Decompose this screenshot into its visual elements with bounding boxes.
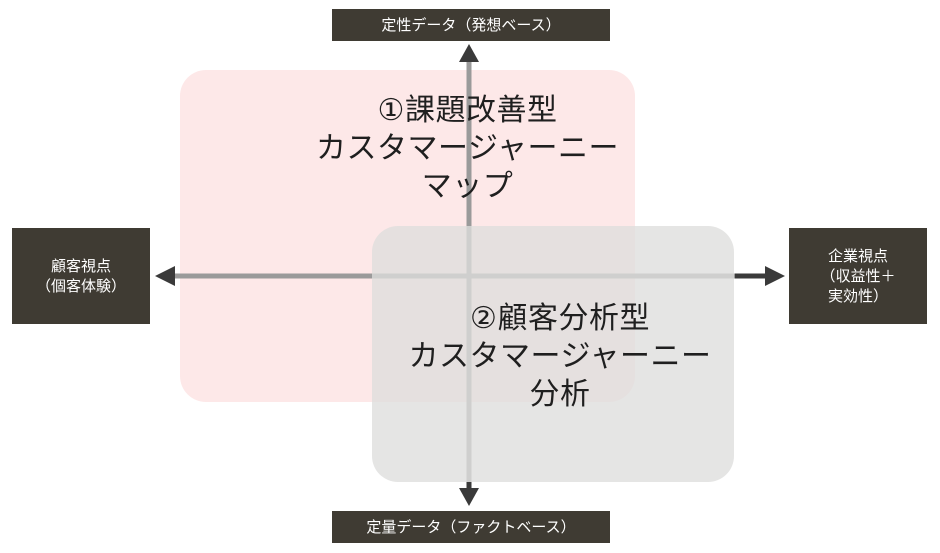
arrow-down-icon <box>459 488 479 506</box>
region-2-title: ②顧客分析型 カスタマージャーニー 分析 <box>360 300 760 414</box>
region-1-title-line: カスタマージャーニー <box>316 131 619 166</box>
axis-label-bottom: 定量データ（ファクトベース） <box>332 511 610 543</box>
axis-label-left-line: （個客体験） <box>35 277 126 295</box>
axis-label-left-line: 顧客視点 <box>50 257 111 275</box>
region-customer-analysis <box>372 226 734 482</box>
axis-label-right-line: （収益性＋ <box>820 267 896 285</box>
region-1-title-line: ①課題改善型 <box>377 93 558 128</box>
region-2-title-line: 分析 <box>529 377 591 412</box>
arrow-up-icon <box>459 44 479 62</box>
axis-label-left: 顧客視点 （個客体験） <box>12 228 150 324</box>
axis-label-right: 企業視点 （収益性＋ 実効性） <box>789 228 927 324</box>
arrow-left-icon <box>155 266 175 286</box>
region-1-title: ①課題改善型 カスタマージャーニー マップ <box>180 92 755 206</box>
region-1-title-line: マップ <box>421 169 514 204</box>
region-2-title-line: カスタマージャーニー <box>408 339 712 374</box>
axis-label-right-line: 企業視点 <box>827 247 888 265</box>
axis-label-bottom-text: 定量データ（ファクトベース） <box>366 518 576 536</box>
arrow-right-icon <box>765 266 785 286</box>
axis-label-top-text: 定性データ（発想ベース） <box>381 16 561 34</box>
axis-label-top: 定性データ（発想ベース） <box>332 9 610 41</box>
axis-label-right-line: 実効性） <box>827 287 888 305</box>
region-2-title-line: ②顧客分析型 <box>470 301 650 336</box>
